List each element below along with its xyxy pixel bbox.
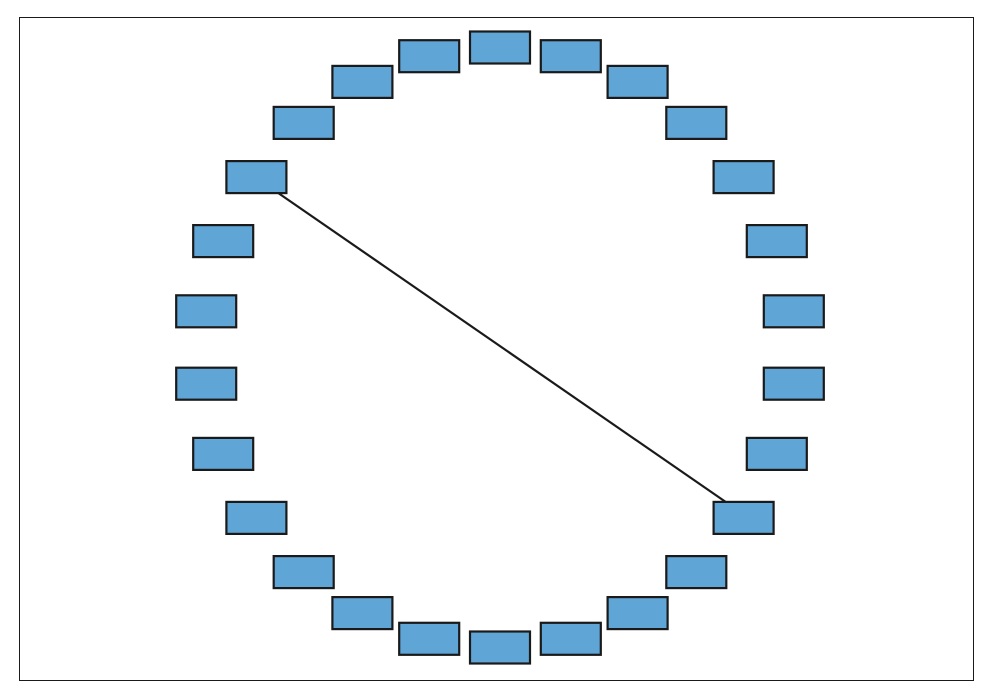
diagram-frame [19, 17, 974, 681]
node-15 [331, 595, 394, 631]
node-12 [539, 621, 602, 656]
node-2 [606, 64, 669, 100]
node-24 [331, 64, 394, 100]
node-14 [398, 621, 461, 656]
node-1 [539, 39, 602, 74]
node-18 [192, 436, 255, 471]
node-10 [665, 554, 728, 590]
node-8 [745, 436, 808, 471]
node-25 [398, 39, 461, 74]
node-23 [272, 105, 335, 141]
node-19 [175, 366, 238, 401]
node-7 [762, 366, 825, 401]
node-21 [192, 224, 255, 259]
node-17 [225, 500, 288, 535]
node-13 [468, 630, 532, 665]
node-6 [762, 294, 825, 329]
node-16 [272, 554, 335, 590]
edge-layer [277, 192, 727, 503]
edge-22-9 [277, 192, 727, 503]
node-layer [175, 30, 825, 665]
node-3 [665, 105, 728, 141]
node-4 [712, 160, 775, 195]
node-5 [745, 224, 808, 259]
node-9 [712, 500, 775, 535]
node-0 [468, 30, 532, 65]
node-22 [225, 160, 288, 195]
node-20 [175, 294, 238, 329]
node-11 [606, 595, 669, 631]
